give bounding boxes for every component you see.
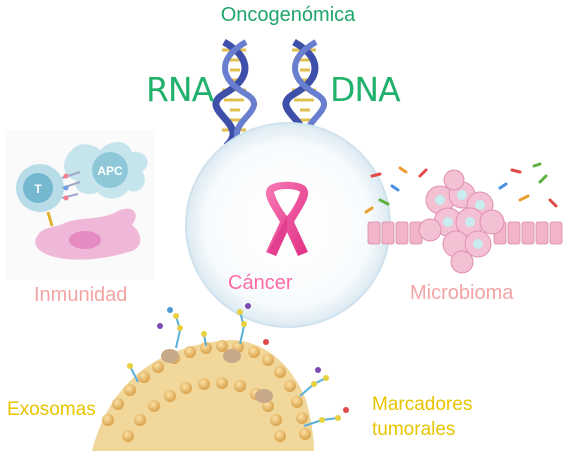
rna-label: RNA: [146, 70, 214, 109]
exosomes-label: Exosomas: [7, 399, 96, 420]
immunity-illustration: APC T: [5, 130, 155, 280]
exosome-membrane-illustration: [92, 303, 349, 451]
dna-label: DNA: [330, 70, 401, 109]
page-title: Oncogenómica: [220, 4, 356, 26]
tumor-markers-label-line1: Marcadores: [372, 394, 473, 415]
microbiome-illustration: [364, 162, 563, 274]
tumor-markers-label-line2: tumorales: [372, 419, 456, 440]
apc-cell-label: APC: [97, 164, 123, 178]
cancer-label: Cáncer: [228, 272, 293, 294]
rna-helix-icon: [212, 38, 257, 149]
t-cell-label: T: [34, 182, 42, 196]
pink-ribbon-icon: [265, 181, 309, 256]
immunity-label: Inmunidad: [34, 284, 128, 306]
microbiome-label: Microbioma: [410, 282, 514, 304]
